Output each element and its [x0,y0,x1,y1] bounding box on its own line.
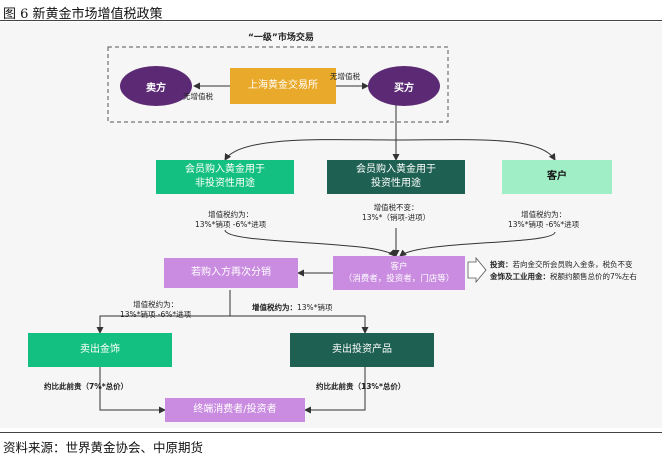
end-consumer-label: 终端消费者/投资者 [193,404,277,415]
exchange-node: 上海黄金交易所 [230,68,336,104]
note-line-1: 投资：若向金交所会员购入金条，税负不变 [490,259,637,271]
buyer-node: 买方 [368,66,440,106]
tax-mid-label: 增值税不变： 13%*（销项-进项） [362,203,431,222]
arrow-right-to-client [399,231,556,257]
approx-right-label: 约比此前贵（13%*总价） [316,382,406,391]
vat-free-label-buyer: 无增值税 [330,72,360,81]
note-text-1: 若向金交所会员购入金条，税负不变 [512,260,633,269]
resale-label: 若购入方再次分销 [191,267,271,278]
first-level-title: “一级”市场交易 [248,33,314,43]
arrow-left-to-client [224,229,396,257]
arrow-invest-end [304,367,366,414]
tax-left-label: 增值税约为： 13%*销项 -6%*进项 [195,210,267,229]
buyer-label: 买方 [394,82,414,94]
tax-resale-left-label: 增值税约为： 13%*销项 -6%*进项 [120,300,192,319]
arrow-to-invest-product [230,315,369,334]
sell-invest-label: 卖出投资产品 [332,344,392,355]
note-head-1: 投资： [490,260,513,269]
tax-resale-right-head: 增值税约为： [252,303,297,312]
tax-right-label: 增值税约为： 13%*销项 -6%*进项 [508,210,580,229]
figure-title: 图 6 新黄金市场增值税政策 [3,7,163,22]
end-consumer-box: 终端消费者/投资者 [165,398,305,422]
arrow-to-jewelry [96,315,230,334]
first-level-frame [107,46,449,123]
sell-invest-box: 卖出投资产品 [290,333,434,367]
sell-jewelry-label: 卖出金饰 [80,344,120,355]
top-rule [0,20,662,21]
arrow-jewelry-end [99,367,166,414]
seller-node: 卖方 [120,66,192,106]
member-non-invest-box: 会员购入黄金用于 非投资性用途 [156,160,294,194]
tax-resale-right-label: 增值税约为：13%*销项 [252,303,332,313]
figure-source: 资料来源：世界黄金协会、中原期货 [3,440,204,455]
note-text-2: 税额约额售总价的7%左右 [550,272,637,281]
investment-note: 投资：若向金交所会员购入金条，税负不变 金饰及工业用金：税额约额售总价的7%左右 [490,259,637,283]
arrow-to-customer [395,139,556,161]
client-label: 客户 （消费者，投资者，门店等） [343,262,455,284]
member-invest-label: 会员购入黄金用于 投资性用途 [356,164,436,189]
approx-left-label: 约比此前贵（7%*总价） [44,382,129,391]
member-invest-box: 会员购入黄金用于 投资性用途 [327,160,465,194]
customer-box: 客户 [502,160,612,194]
vat-free-label-seller: 无增值税 [183,92,213,101]
member-non-invest-label: 会员购入黄金用于 非投资性用途 [185,164,265,189]
note-line-2: 金饰及工业用金：税额约额售总价的7%左右 [490,271,637,283]
seller-label: 卖方 [146,82,166,94]
sell-jewelry-box: 卖出金饰 [28,333,172,367]
note-head-2: 金饰及工业用金： [490,272,550,281]
tax-resale-right-value: 13%*销项 [297,303,333,312]
note-pointer [467,256,487,284]
arrow-to-non-invest [224,139,397,161]
resale-box: 若购入方再次分销 [164,258,298,288]
bottom-rule [0,432,662,433]
client-box: 客户 （消费者，投资者，门店等） [333,256,465,290]
customer-label: 客户 [547,171,567,182]
exchange-label: 上海黄金交易所 [248,80,318,91]
